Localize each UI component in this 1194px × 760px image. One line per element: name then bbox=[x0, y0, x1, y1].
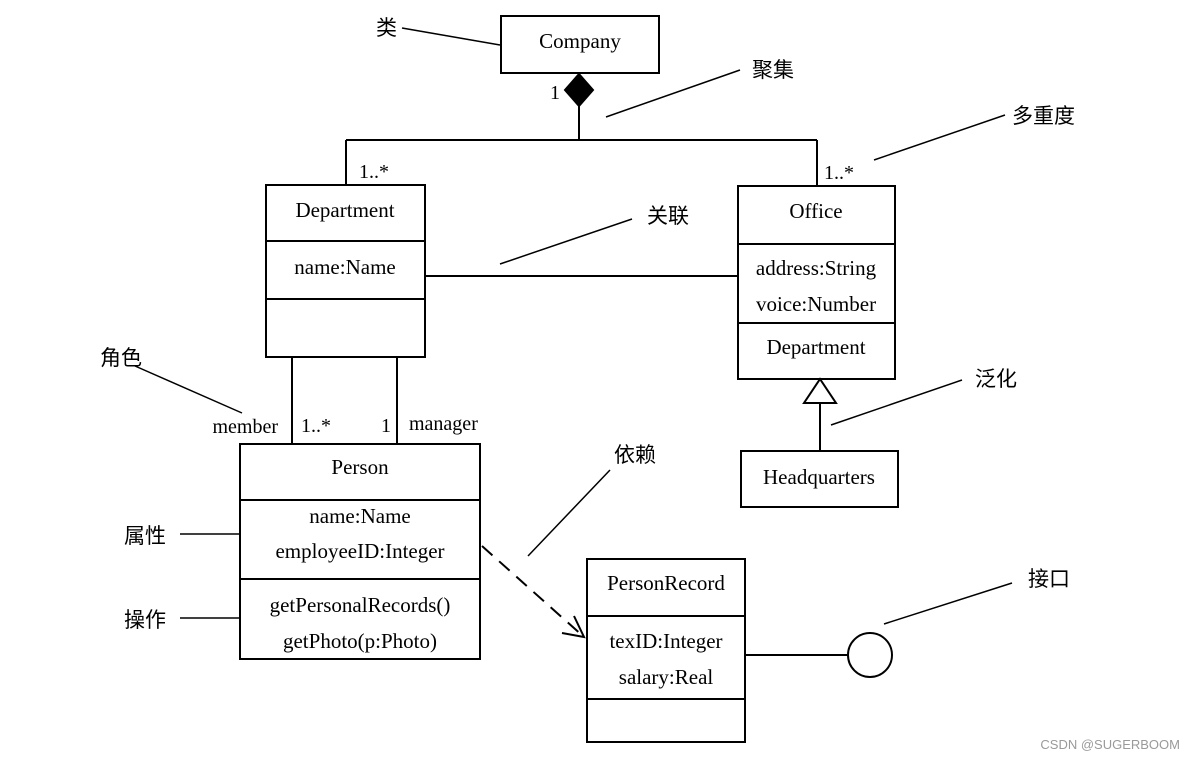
department-class-box bbox=[265, 184, 426, 358]
dependency-leader-line bbox=[527, 469, 611, 557]
interface-annotation: 接口 bbox=[1028, 567, 1070, 591]
class-leader-line bbox=[401, 27, 501, 46]
headquarters-class-name: Headquarters bbox=[763, 465, 875, 489]
person-attribute-name: name:Name bbox=[309, 504, 410, 528]
person-class-name: Person bbox=[331, 455, 389, 479]
aggregation-diamond bbox=[563, 72, 595, 108]
department-class-name: Department bbox=[295, 198, 394, 222]
headquarters-class-box bbox=[740, 450, 899, 508]
attribute-annotation: 属性 bbox=[124, 524, 166, 548]
person-operation-get-photo: getPhoto(p:Photo) bbox=[283, 629, 437, 653]
generalization-triangle bbox=[802, 377, 838, 404]
aggregation-leader-line bbox=[605, 69, 741, 118]
generalization-leader-line bbox=[830, 379, 963, 426]
company-class-box bbox=[500, 15, 660, 74]
dependency-arrowhead bbox=[561, 615, 586, 639]
manager-multiplicity: 1 bbox=[381, 415, 391, 437]
interface-circle bbox=[847, 632, 893, 678]
aggregation-annotation: 聚集 bbox=[752, 58, 794, 82]
office-class-name: Office bbox=[789, 199, 842, 223]
department-multiplicity: 1..* bbox=[359, 161, 389, 183]
generalization-annotation: 泛化 bbox=[975, 367, 1017, 391]
office-class-box bbox=[737, 185, 896, 380]
class-annotation: 类 bbox=[376, 16, 397, 40]
association-annotation: 关联 bbox=[647, 204, 689, 228]
office-multiplicity: 1..* bbox=[824, 162, 854, 184]
multiplicity-annotation: 多重度 bbox=[1012, 104, 1075, 128]
interface-leader-line bbox=[883, 582, 1013, 625]
person-record-attribute-salary: salary:Real bbox=[619, 665, 714, 689]
person-record-attribute-tex-id: texID:Integer bbox=[609, 629, 722, 653]
person-operation-get-personal-records: getPersonalRecords() bbox=[270, 593, 451, 617]
role-annotation: 角色 bbox=[100, 346, 142, 370]
manager-role-label: manager bbox=[409, 413, 478, 435]
office-attribute-voice: voice:Number bbox=[756, 292, 876, 316]
person-class-box bbox=[239, 443, 481, 660]
company-multiplicity: 1 bbox=[550, 82, 560, 104]
person-record-class-box bbox=[586, 558, 746, 743]
watermark: CSDN @SUGERBOOM bbox=[1040, 737, 1180, 752]
department-attribute-name: name:Name bbox=[294, 255, 395, 279]
dependency-annotation: 依赖 bbox=[614, 443, 656, 467]
office-operation-department: Department bbox=[766, 335, 865, 359]
member-multiplicity: 1..* bbox=[301, 415, 331, 437]
multiplicity-leader-line bbox=[873, 114, 1006, 161]
operation-annotation: 操作 bbox=[124, 608, 166, 632]
role-leader-line bbox=[134, 365, 243, 414]
person-attribute-employee-id: employeeID:Integer bbox=[275, 539, 444, 563]
association-leader-line bbox=[499, 218, 633, 265]
member-role-label: member bbox=[212, 416, 278, 438]
company-class-name: Company bbox=[539, 29, 621, 53]
dependency-line bbox=[481, 545, 585, 638]
person-record-class-name: PersonRecord bbox=[607, 571, 725, 595]
office-attribute-address: address:String bbox=[756, 256, 877, 280]
